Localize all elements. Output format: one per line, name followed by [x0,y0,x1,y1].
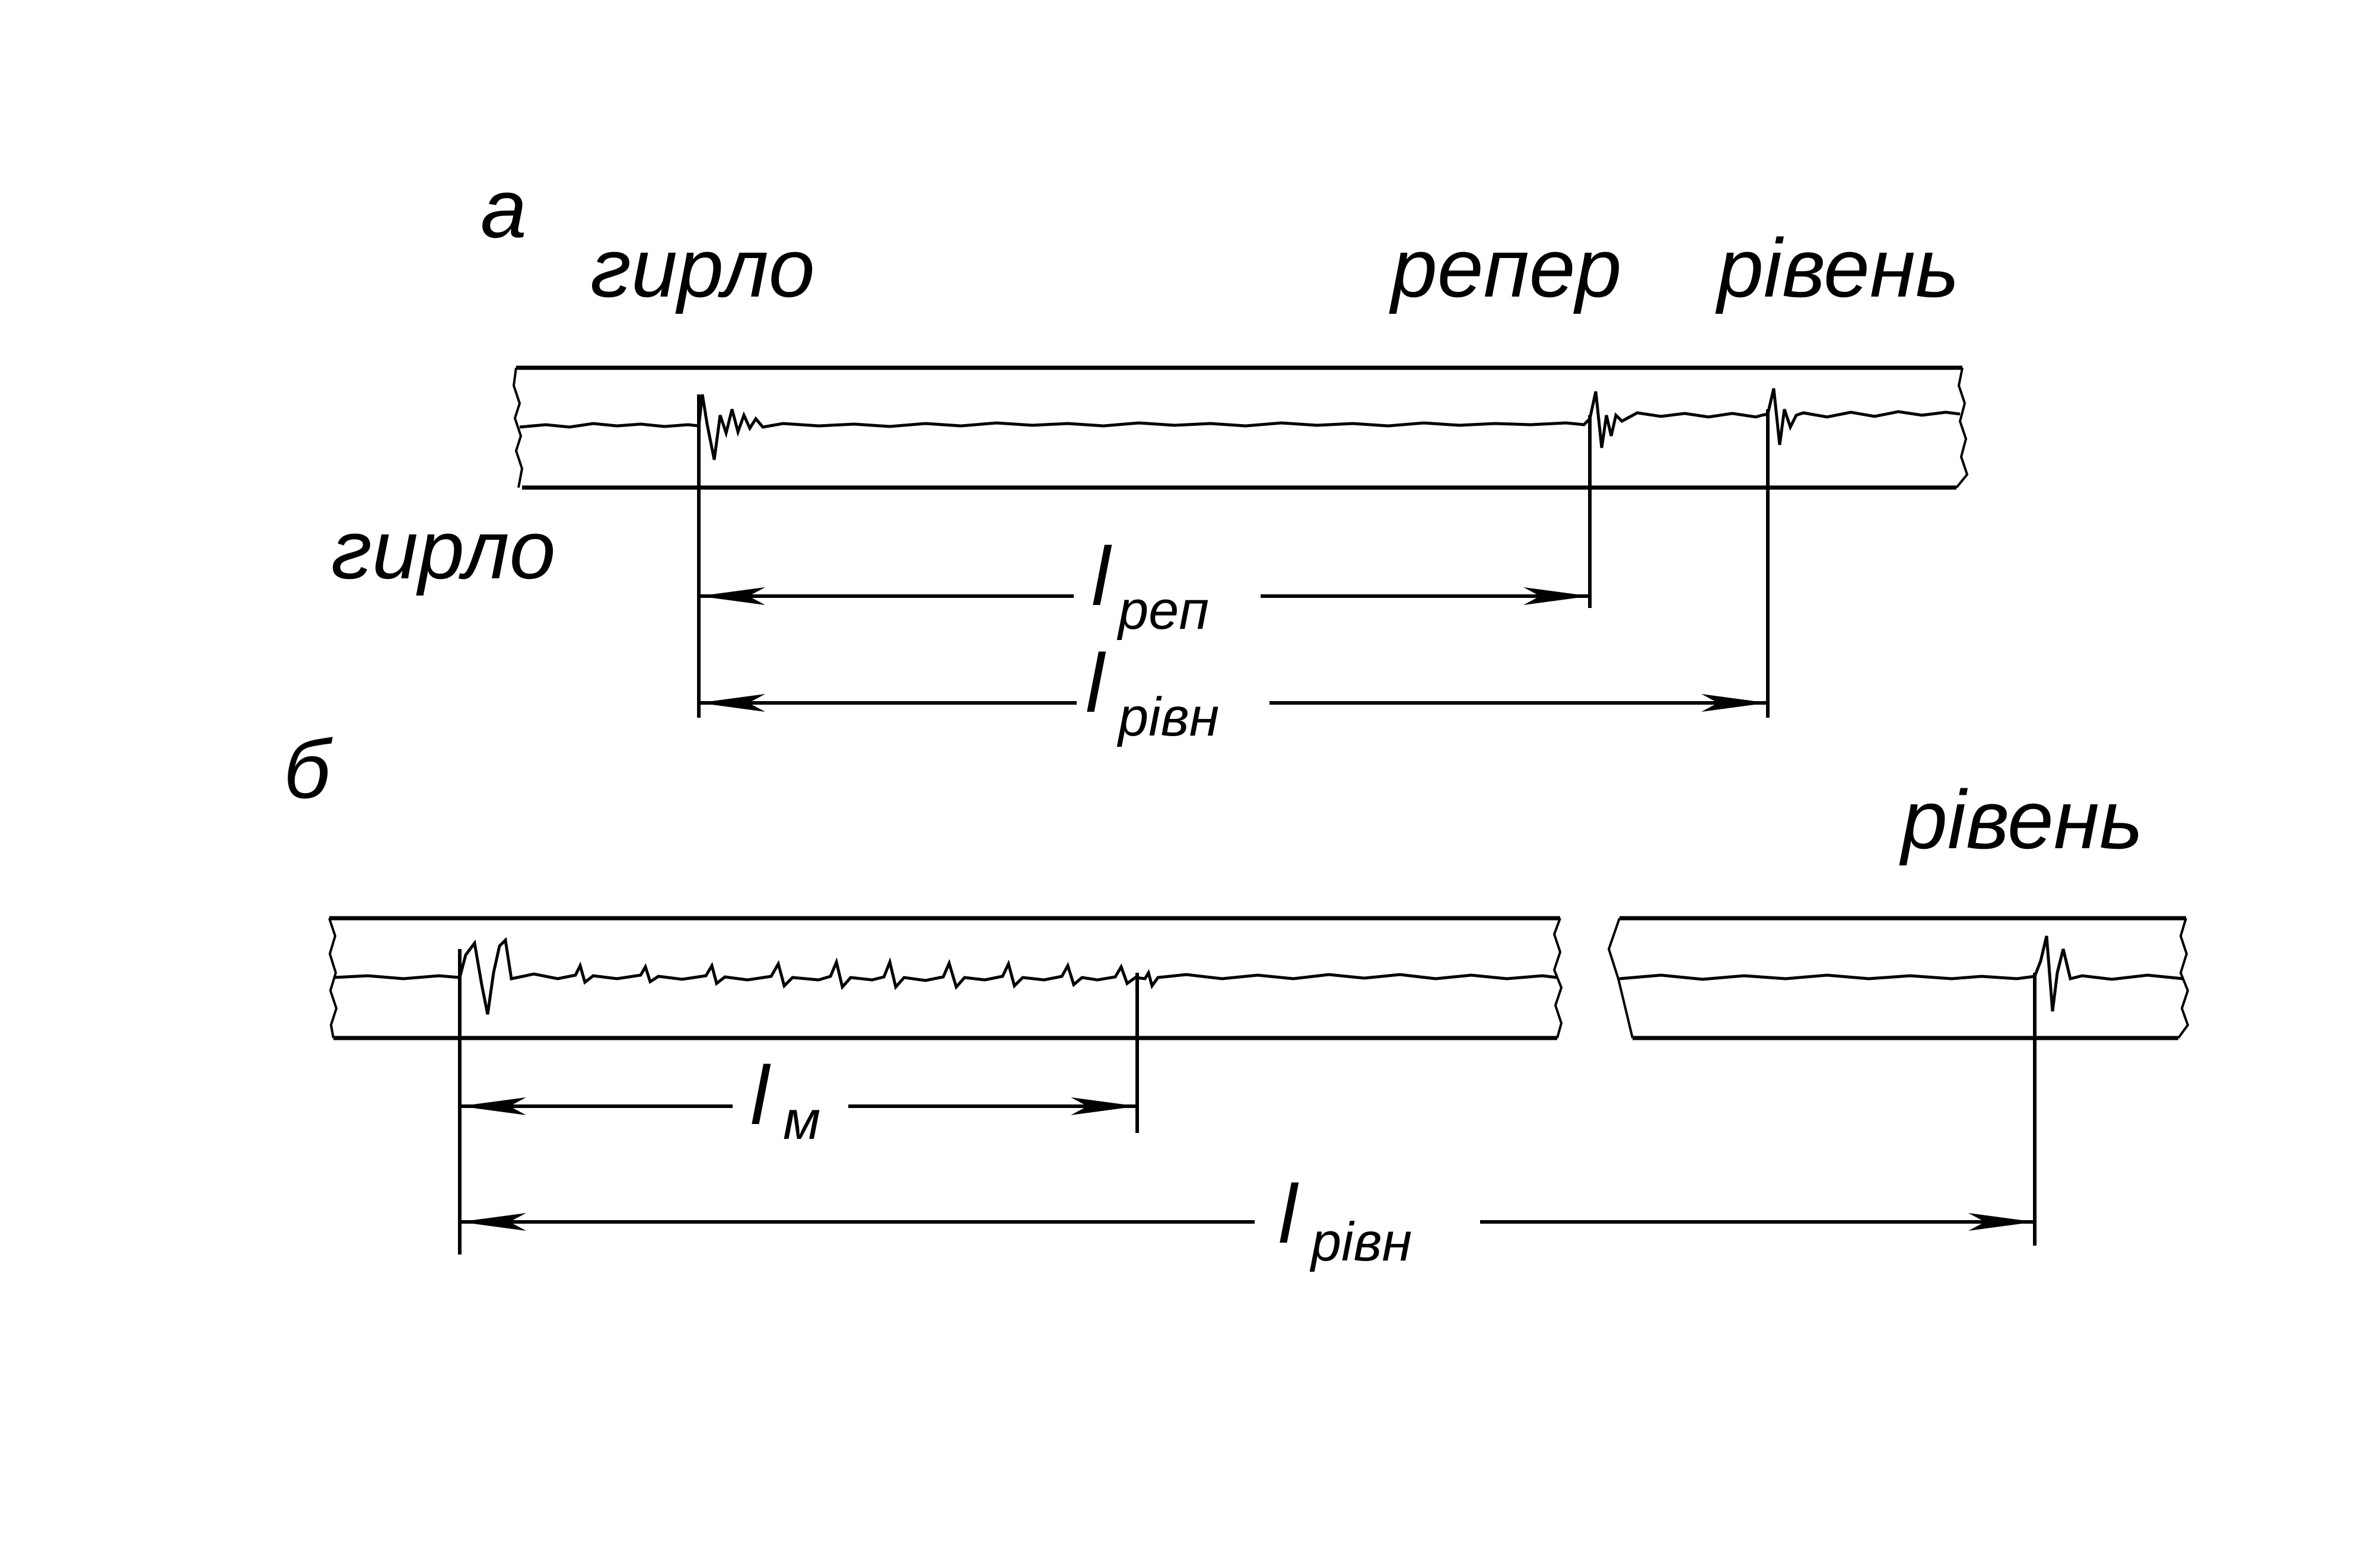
dimension-level-b: l рівн [460,1167,2035,1272]
panel-b: б рівень l м [284,722,2190,1272]
arrowhead-left [460,1097,526,1115]
dimension-marker: l реп [699,530,1590,641]
chart-strip-a [512,365,1969,490]
panel-b-label: б [284,722,333,816]
label-marker-top: репер [1389,221,1622,314]
arrowhead-right [1968,1213,2035,1231]
label-level-b: рівень [1899,773,2143,866]
arrowhead-left [699,587,765,605]
dim-level-b-subscript: рівн [1309,1212,1412,1272]
panel-a-label: а [481,162,527,255]
panel-a: а гирло репер рівень гирло l реп [331,162,1969,747]
trace-a [519,388,1961,460]
dim-level-a-subscript: рівн [1116,687,1219,747]
strip-b-right-tear [2177,918,2190,1039]
strip-a-right-tear [1955,367,1969,489]
dimension-coupling: l м [460,1049,1137,1151]
arrowhead-right [1523,587,1590,605]
arrowhead-left [460,1213,526,1231]
dim-level-b-symbol: l [1278,1167,1299,1260]
dim-level-a-symbol: l [1086,636,1106,730]
dim-coupling-subscript: м [783,1090,820,1151]
strip-b-middle-tear-left [1552,918,1563,1039]
arrowhead-left [699,694,765,712]
dimension-level-a: l рівн [699,636,1768,747]
chart-strip-b-left [328,916,1563,1040]
chart-strip-b-right [1607,916,2190,1040]
strip-b-left-tear [328,918,338,1039]
label-mouth-top: гирло [590,221,815,314]
dim-coupling-symbol: l [750,1049,771,1142]
arrowhead-right [1701,694,1768,712]
label-level-top: рівень [1715,221,1959,314]
trace-b-left [333,937,1558,1015]
label-mouth-side: гирло [331,503,556,596]
arrowhead-right [1071,1097,1137,1115]
strip-b-middle-tear-right [1607,918,1634,1039]
dim-marker-subscript: реп [1116,580,1209,641]
dim-marker-symbol: l [1092,530,1112,623]
trace-b-right [1619,935,2184,1012]
strip-a-left-tear [512,367,524,488]
